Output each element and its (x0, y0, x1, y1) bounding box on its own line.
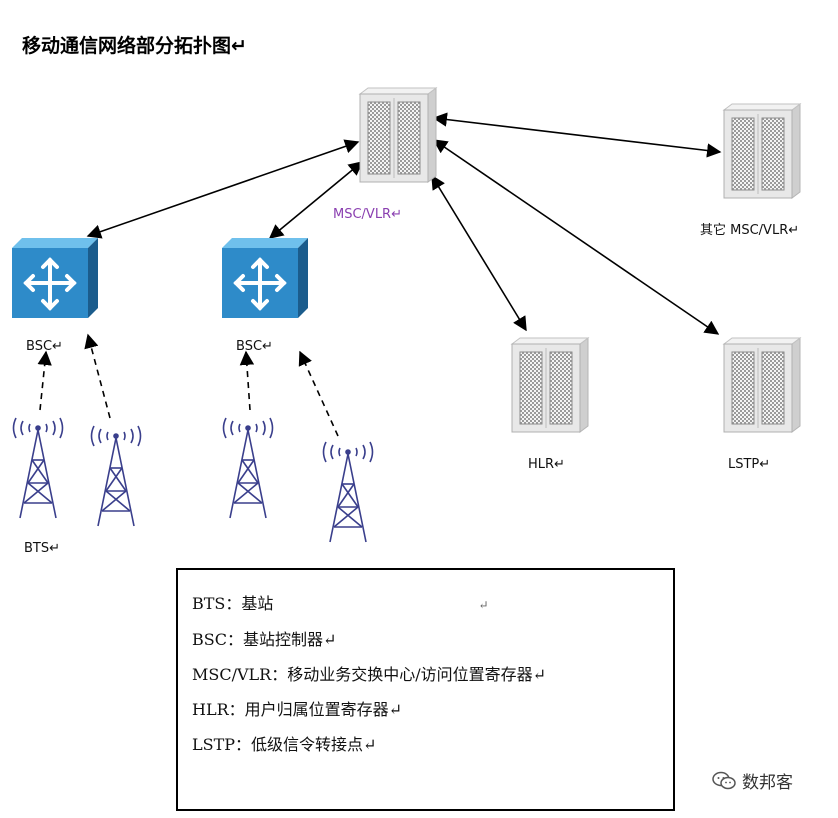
lstp-label: LSTP↵ (728, 457, 770, 472)
watermark: 数邦客 (712, 768, 793, 793)
legend-line-bsc: BSC：基站控制器↵ (192, 630, 337, 649)
msc-vlr-label: MSC/VLR↵ (333, 207, 402, 222)
bts-4-tower-icon (322, 441, 374, 543)
paragraph-mark: ↵ (478, 598, 489, 612)
wechat-icon (712, 771, 736, 789)
msc-vlr-server-icon (359, 87, 437, 183)
radio-links (37, 333, 339, 437)
link-msc-other (432, 112, 722, 158)
bts-2-tower-icon (90, 425, 142, 527)
legend-box: BTS：基站 ↵ BSC：基站控制器↵ MSC/VLR：移动业务交换中心/访问位… (176, 568, 675, 811)
connections (86, 112, 722, 335)
bsc-2-router-icon (220, 236, 310, 320)
legend-line-lstp: LSTP：低级信令转接点↵ (192, 735, 377, 754)
other-msc-label: 其它 MSC/VLR↵ (700, 222, 799, 238)
watermark-text: 数邦客 (742, 773, 793, 793)
bts-1-tower-icon (12, 417, 64, 519)
link-msc-lstp (432, 139, 720, 335)
link-msc-hlr (431, 174, 527, 332)
diagram-title: 移动通信网络部分拓扑图↵ (22, 34, 247, 57)
bsc-1-label: BSC↵ (26, 339, 63, 354)
other-msc-server-icon (723, 103, 801, 199)
bsc-2-label: BSC↵ (236, 339, 273, 354)
link-bts1-bsc1 (37, 350, 52, 411)
hlr-server-icon (511, 337, 589, 433)
bts-3-tower-icon (222, 417, 274, 519)
hlr-label: HLR↵ (528, 457, 565, 472)
bsc-1-router-icon (10, 236, 100, 320)
link-msc-bsc1 (86, 139, 360, 239)
lstp-server-icon (723, 337, 801, 433)
link-bts4-bsc2 (298, 350, 339, 437)
legend-line-hlr: HLR：用户归属位置寄存器↵ (192, 700, 403, 719)
legend-line-msc-vlr: MSC/VLR：移动业务交换中心/访问位置寄存器↵ (192, 665, 547, 684)
legend-text-bts: BTS：基站 (192, 594, 274, 613)
link-bts2-bsc1 (84, 333, 111, 419)
link-bts3-bsc2 (239, 350, 255, 411)
legend-line-bts: BTS：基站 ↵ (192, 590, 489, 614)
link-msc-bsc2 (268, 161, 364, 239)
bts-label: BTS↵ (24, 541, 60, 556)
